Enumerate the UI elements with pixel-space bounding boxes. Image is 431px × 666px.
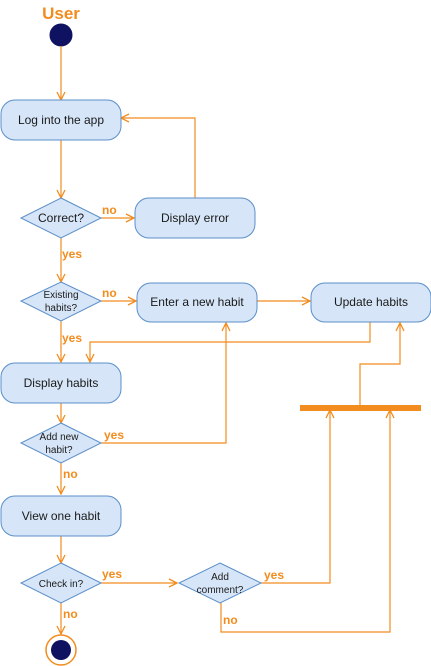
- edge-label-correct-no: no: [102, 203, 117, 217]
- end-node: [45, 634, 77, 666]
- edge-label-add-new-no: no: [63, 467, 78, 481]
- edge-label-check-in-no: no: [63, 607, 78, 621]
- start-node: [49, 23, 73, 47]
- existing-habits-label-line1: Existing: [43, 290, 78, 301]
- add-new-habit-label-line1: Add new: [40, 432, 80, 443]
- edges: [61, 46, 400, 634]
- edge-comment-bar-yes: [261, 410, 330, 584]
- edge-label-existing-yes: yes: [62, 331, 82, 345]
- decision-correct: Correct?: [19, 197, 103, 239]
- join-bar: [300, 405, 421, 411]
- edge-error-login: [121, 118, 196, 198]
- add-new-habit-label-line2: habit?: [45, 445, 73, 456]
- node-enter-habit: Enter a new habit: [136, 282, 258, 323]
- add-comment-label-line1: Add: [211, 572, 229, 583]
- decision-add-comment: Add comment?: [177, 562, 263, 604]
- edge-addnew-enter: [101, 323, 226, 444]
- edge-bar-update: [359, 323, 400, 406]
- enter-habit-label: Enter a new habit: [150, 295, 244, 309]
- add-comment-label-line2: comment?: [197, 585, 244, 596]
- node-view-habit: View one habit: [0, 495, 122, 537]
- edge-label-add-comment-no: no: [223, 613, 238, 627]
- edge-comment-bar-no: [220, 410, 390, 633]
- edge-label-correct-yes: yes: [62, 247, 82, 261]
- display-habits-label: Display habits: [24, 376, 99, 390]
- edge-label-existing-no: no: [102, 286, 117, 300]
- check-in-label: Check in?: [39, 579, 84, 590]
- diagram-title: User: [42, 4, 80, 23]
- display-error-label: Display error: [161, 211, 229, 225]
- decision-add-new-habit: Add new habit?: [19, 422, 103, 464]
- node-update-habits: Update habits: [310, 282, 431, 323]
- edge-update-display: [90, 322, 371, 362]
- edge-label-add-new-yes: yes: [104, 428, 124, 442]
- edge-label-check-in-yes: yes: [102, 567, 122, 581]
- view-habit-label: View one habit: [22, 509, 101, 523]
- existing-habits-label-line2: habits?: [45, 303, 78, 314]
- decision-existing-habits: Existing habits?: [19, 281, 103, 322]
- edge-label-add-comment-yes: yes: [264, 568, 284, 582]
- decision-check-in: Check in?: [19, 562, 103, 604]
- node-login: Log into the app: [0, 99, 122, 141]
- update-habits-label: Update habits: [334, 295, 408, 309]
- login-label: Log into the app: [18, 113, 104, 127]
- node-display-error: Display error: [134, 197, 256, 239]
- node-display-habits: Display habits: [0, 362, 122, 404]
- correct-label: Correct?: [38, 211, 84, 225]
